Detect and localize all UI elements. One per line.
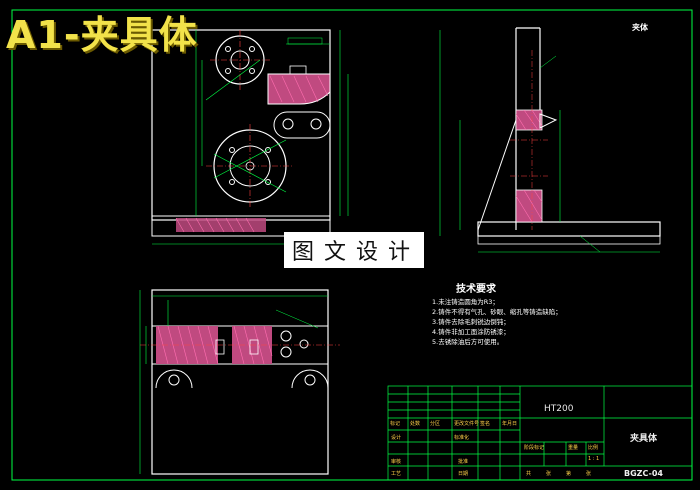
tb-header: 分区	[430, 421, 441, 427]
side-view	[439, 27, 661, 253]
material-label: HT200	[544, 404, 574, 414]
corner-note: 夹体	[632, 23, 648, 32]
scale-value: 1 : 1	[588, 456, 600, 462]
tb-row-label: 审核	[391, 459, 402, 465]
tb-mid-label: 标准化	[454, 435, 470, 441]
watermark-label: 图文设计	[284, 232, 425, 268]
tech-requirement-item: 2.铸件不得有气孔、砂眼、缩孔等铸造缺陷；	[432, 308, 562, 316]
tb-header: 标记	[390, 421, 401, 427]
tech-requirement-item: 3.铸件去除毛刺锐边倒钝；	[432, 318, 510, 326]
front-view	[151, 29, 349, 245]
part-name: 夹具体	[630, 434, 658, 444]
technical-requirements: 技术要求 1.未注铸造圆角为R3； 2.铸件不得有气孔、砂眼、缩孔等铸造缺陷； …	[432, 280, 562, 347]
tb-header: 处数	[410, 421, 421, 427]
tb-sheet-label: 第	[566, 471, 572, 477]
tb-mid-label: 批准	[458, 459, 469, 465]
tech-requirement-item: 5.去锈除油后方可使用。	[432, 338, 504, 346]
tb-sheet-label: 张	[546, 471, 552, 477]
tb-row-label: 工艺	[391, 471, 402, 477]
tb-row-label: 设计	[391, 435, 402, 441]
tb-header: 更改文件号	[454, 421, 480, 427]
drawing-title: A1-夹具体	[6, 13, 198, 57]
title-block-lines	[387, 385, 693, 481]
tech-requirement-item: 4.铸件非加工面涂防锈漆；	[432, 328, 510, 336]
tb-sheet-label: 共	[526, 471, 532, 477]
tb-header: 签名	[480, 421, 491, 427]
tb-sheet-label: 张	[586, 471, 592, 477]
tb-header: 年月日	[502, 421, 518, 427]
tb-stage-label: 比例	[588, 445, 599, 451]
tech-requirements-heading: 技术要求	[456, 284, 496, 295]
sheet-border	[11, 9, 693, 481]
top-view	[139, 289, 340, 475]
drawing-number: BGZC-04	[624, 469, 663, 478]
tb-mid-label: 日期	[458, 471, 469, 477]
tech-requirement-item: 1.未注铸造圆角为R3；	[432, 298, 499, 306]
tb-stage-label: 阶段标记	[524, 445, 545, 451]
tb-stage-label: 重量	[568, 445, 579, 451]
